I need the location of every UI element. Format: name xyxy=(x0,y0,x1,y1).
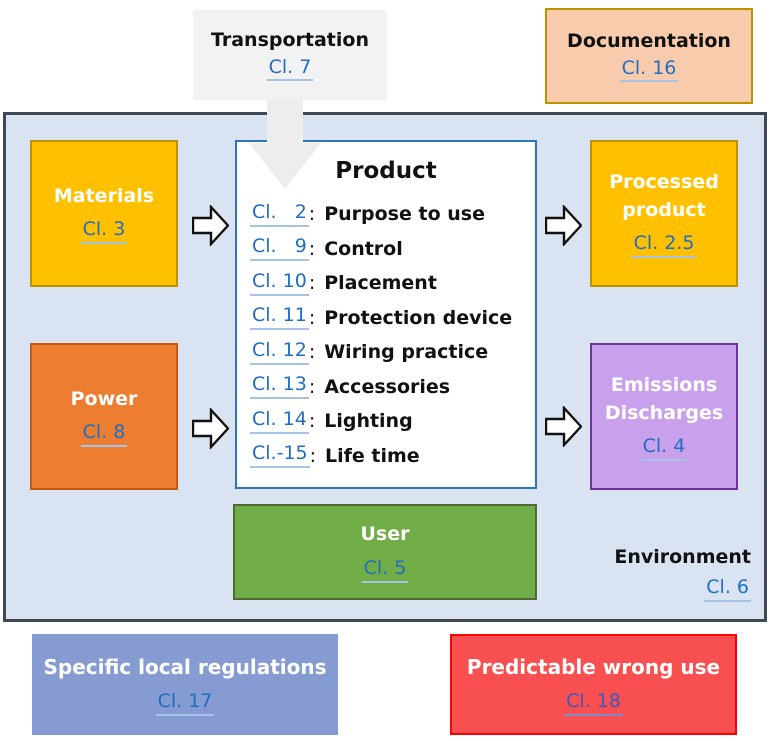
clause-link[interactable]: Cl. 12 xyxy=(250,339,309,365)
materials-label: Materials xyxy=(53,184,155,207)
product-title: Product xyxy=(335,158,437,184)
local-regulations-box: Specific local regulations Cl. 17 xyxy=(32,634,338,735)
processed-product-label: Processed product xyxy=(609,171,719,221)
user-box: User Cl. 5 xyxy=(233,504,537,600)
clause-link[interactable]: Cl. 11 xyxy=(250,304,309,331)
product-clause-list: Cl. 2: Purpose to use Cl. 9: Control Cl. 1… xyxy=(250,197,535,473)
product-clause-row: Cl. 14: Lighting xyxy=(250,404,535,439)
clause-separator: : xyxy=(308,272,316,295)
environment-clause-link[interactable]: Cl. 6 xyxy=(704,576,751,602)
clause-text: Control xyxy=(324,237,403,260)
wrong-use-clause-link[interactable]: Cl. 18 xyxy=(564,690,623,716)
local-regulations-label: Specific local regulations xyxy=(43,655,327,680)
processed-product-clause-link[interactable]: Cl. 2.5 xyxy=(631,232,697,258)
clause-link[interactable]: Cl.-15 xyxy=(250,442,310,469)
clause-text: Protection device xyxy=(324,306,513,329)
right-arrow-icon xyxy=(192,205,229,246)
transportation-label: Transportation xyxy=(210,28,369,51)
emissions-clause-link[interactable]: Cl. 4 xyxy=(640,435,688,461)
product-clause-row: Cl. 9: Control xyxy=(250,232,535,267)
wrong-use-label: Predictable wrong use xyxy=(466,655,721,680)
power-box: Power Cl. 8 xyxy=(30,343,178,490)
clause-separator: : xyxy=(308,375,316,398)
product-clause-row: Cl. 13: Accessories xyxy=(250,370,535,405)
clause-separator: : xyxy=(308,410,316,433)
documentation-label: Documentation xyxy=(567,29,731,52)
environment-block: Environment Cl. 6 xyxy=(614,546,751,602)
right-arrow-icon xyxy=(545,205,582,246)
clause-text: Purpose to use xyxy=(324,203,485,226)
clause-separator: : xyxy=(308,341,316,364)
product-clause-row: Cl. 10: Placement xyxy=(250,266,535,301)
clause-separator: : xyxy=(308,306,316,329)
clause-text: Life time xyxy=(325,444,420,467)
wrong-use-box: Predictable wrong use Cl. 18 xyxy=(450,634,737,735)
clause-separator: : xyxy=(308,203,316,226)
processed-product-box: Processed product Cl. 2.5 xyxy=(590,140,738,287)
clause-text: Accessories xyxy=(324,375,451,398)
product-clause-row: Cl. 11: Protection device xyxy=(250,301,535,336)
clause-text: Lighting xyxy=(324,410,413,433)
environment-label: Environment xyxy=(614,546,751,568)
product-clause-row: Cl.-15: Life time xyxy=(250,439,535,474)
clause-separator: : xyxy=(308,237,316,260)
documentation-clause-link[interactable]: Cl. 16 xyxy=(619,57,679,83)
local-regulations-clause-link[interactable]: Cl. 17 xyxy=(155,690,215,716)
clause-link[interactable]: Cl. 2 xyxy=(250,201,309,227)
transportation-box: Transportation Cl. 7 xyxy=(193,10,387,100)
user-clause-link[interactable]: Cl. 5 xyxy=(361,557,409,583)
emissions-box: Emissions Discharges Cl. 4 xyxy=(590,343,738,490)
clause-link[interactable]: Cl. 14 xyxy=(250,408,309,434)
documentation-box: Documentation Cl. 16 xyxy=(545,8,753,104)
clause-text: Placement xyxy=(324,272,437,295)
clause-separator: : xyxy=(309,444,317,467)
clause-text: Wiring practice xyxy=(324,341,489,364)
transportation-clause-link[interactable]: Cl. 7 xyxy=(266,56,314,82)
power-label: Power xyxy=(70,387,138,410)
system-boundary: Materials Cl. 3 Power Cl. 8 Product Cl. … xyxy=(3,112,767,622)
product-clause-row: Cl. 12: Wiring practice xyxy=(250,335,535,370)
materials-box: Materials Cl. 3 xyxy=(30,140,178,287)
right-arrow-icon xyxy=(192,408,229,449)
materials-clause-link[interactable]: Cl. 3 xyxy=(80,218,128,245)
power-clause-link[interactable]: Cl. 8 xyxy=(80,421,128,448)
clause-link[interactable]: Cl. 9 xyxy=(250,235,309,262)
product-clause-row: Cl. 2: Purpose to use xyxy=(250,197,535,232)
user-label: User xyxy=(360,523,410,546)
down-arrow-icon xyxy=(249,98,321,189)
right-arrow-icon xyxy=(545,406,582,447)
emissions-label: Emissions Discharges xyxy=(604,374,724,424)
clause-link[interactable]: Cl. 13 xyxy=(250,373,309,400)
clause-link[interactable]: Cl. 10 xyxy=(250,270,309,296)
product-box: Product Cl. 2: Purpose to use Cl. 9: Contr… xyxy=(235,140,537,489)
